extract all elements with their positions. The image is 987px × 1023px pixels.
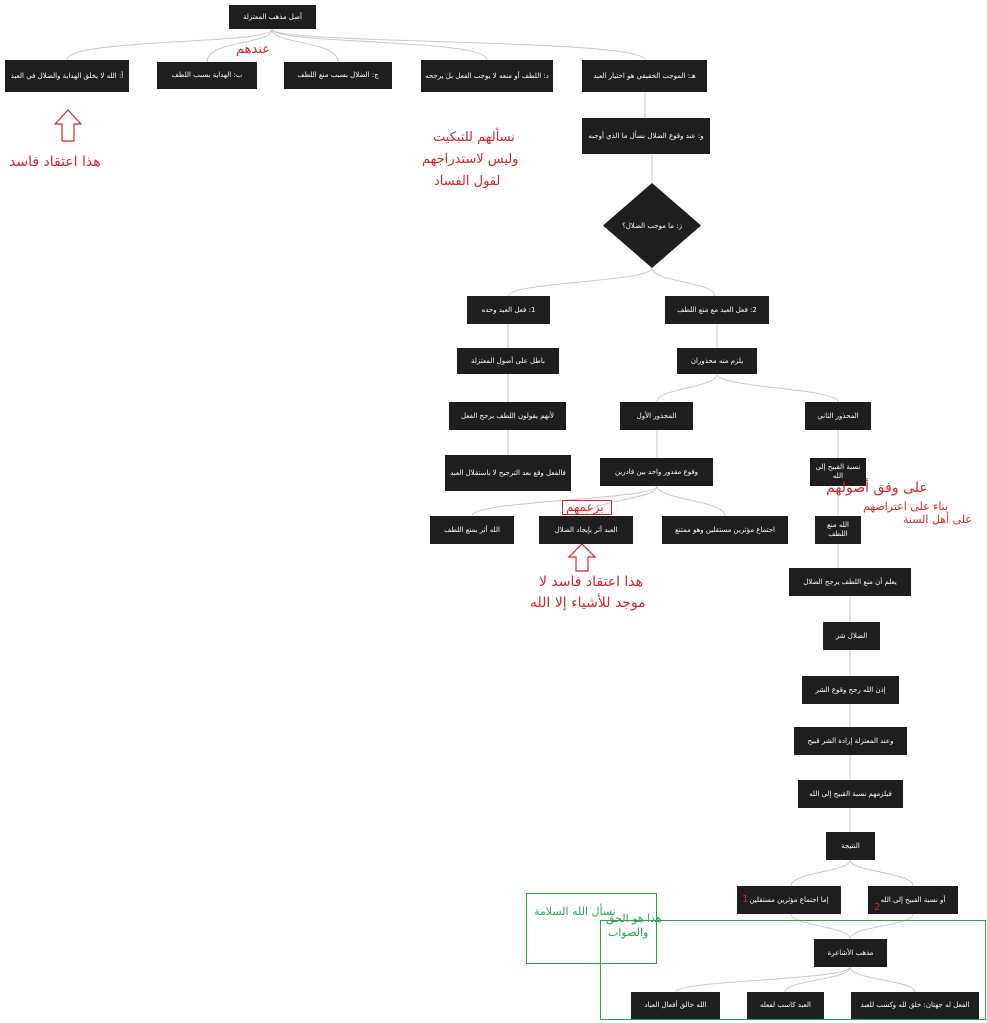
annotation-sunna-line1: بناء على اعتراضهم bbox=[863, 500, 949, 513]
annotation-bizaamihim: بزعمهم bbox=[566, 500, 604, 514]
salama-box bbox=[526, 893, 657, 964]
annotation-false-belief-2-line1: هذا اعتقاد فاسد لا bbox=[539, 574, 644, 590]
node-r7: فيلزمهم نسبة القبيح إلى الله bbox=[798, 780, 903, 808]
node-l2: لأنهم يقولون اللطف يرجح الفعل bbox=[449, 402, 566, 430]
diamond-shape bbox=[603, 183, 701, 268]
node-r9: إما اجتماع مؤثرين مستقلين bbox=[737, 886, 841, 914]
ashaira-box bbox=[600, 920, 986, 1020]
node-r2: الله منع اللطف bbox=[815, 516, 861, 544]
annotation-num-2: 2 bbox=[874, 902, 881, 913]
node-m1: المحذور الأول bbox=[620, 402, 693, 430]
annotation-haqq-line2: والصواب bbox=[608, 926, 649, 939]
node-h: هـ: الموجب الحقيقي هو اختيار العبد bbox=[582, 60, 707, 92]
node-m2: المحذور الثاني bbox=[805, 402, 871, 430]
annotation-question-line2: وليس لاستدراجهم bbox=[422, 152, 519, 167]
node-m0: يلزم منه محذوران bbox=[677, 348, 757, 374]
node-r8: النتيجة bbox=[826, 832, 875, 860]
node-m1d: اجتماع مؤثرين مستقلين وهو ممتنع bbox=[662, 516, 788, 544]
annotation-salama: نسأل الله السلامة bbox=[534, 905, 616, 918]
node-m1c: العبد أثر بإيجاد الضلال bbox=[539, 516, 633, 544]
node-m1a: وقوع مقدور واحد بين قادرين bbox=[600, 458, 713, 486]
node-r5: إذن الله رجح وقوع الشر bbox=[802, 676, 899, 704]
node-r3: يعلم أن منع اللطف يرجح الضلال bbox=[789, 568, 911, 596]
node-f3: الله خالق أفعال العباد bbox=[631, 992, 720, 1019]
node-r10: أو نسبة القبيح إلى الله bbox=[868, 886, 958, 914]
node-r11: مذهب الأشاعرة bbox=[814, 939, 887, 967]
annotation-usul: على وفق أصولهم bbox=[826, 480, 928, 496]
node-l3: فالفعل وقع بعد الترجيح لا باستقلال العبد bbox=[445, 455, 571, 491]
node-l1: باطل على أصول المعتزلة bbox=[457, 348, 559, 374]
node-r1: نسبة القبيح إلى الله bbox=[810, 458, 866, 486]
node-r6: وعند المعتزلة إرادة الشر قبيح bbox=[794, 727, 907, 755]
node-r4: الضلال شر bbox=[823, 622, 880, 650]
node-w: و: عند وقوع الضلال نسأل ما الذي أوجبه bbox=[582, 118, 710, 154]
annotation-haqq-line1: هذا هو الحق bbox=[606, 912, 662, 925]
node-b: ب: الهداية بسبب اللطف bbox=[157, 62, 257, 89]
node-a: أ: الله لا يخلق الهداية والضلال في العبد bbox=[5, 60, 129, 92]
node-option-1: 1: فعل العبد وحده bbox=[467, 296, 550, 324]
annotation-question-line1: نسألهم للتبكيت bbox=[433, 130, 515, 145]
node-d: د: اللطف أو منعه لا يوجب الفعل بل يرجحه bbox=[421, 60, 553, 92]
annotation-indahum: عندهم bbox=[236, 42, 271, 57]
annotation-sunna-line2: على أهل السنة bbox=[903, 513, 972, 526]
node-c: ج: الضلال بسبب منع اللطف bbox=[284, 62, 392, 89]
annotation-num-1: 1 bbox=[742, 894, 749, 905]
node-f2: العبد كاسب لفعله bbox=[747, 992, 824, 1019]
bizaamihim-box bbox=[562, 500, 612, 515]
annotation-false-belief-1: هذا اعتقاد فاسد bbox=[9, 154, 101, 170]
annotation-false-belief-2-line2: موجد للأشياء إلا الله bbox=[530, 595, 646, 611]
node-f1: الفعل له جهتان: خلق لله وكسب للعبد bbox=[851, 992, 979, 1019]
node-root: أصل مذهب المعتزلة bbox=[229, 5, 316, 29]
annotation-question-line3: لقول الفساد bbox=[434, 174, 501, 189]
decision-label: ز: ما موجب الضلال؟ bbox=[622, 221, 682, 230]
node-m1b: الله أثر بمنع اللطف bbox=[430, 516, 514, 544]
decision-diamond: ز: ما موجب الضلال؟ bbox=[603, 183, 701, 268]
node-option-2: 2: فعل العبد مع منع اللطف bbox=[665, 296, 769, 324]
